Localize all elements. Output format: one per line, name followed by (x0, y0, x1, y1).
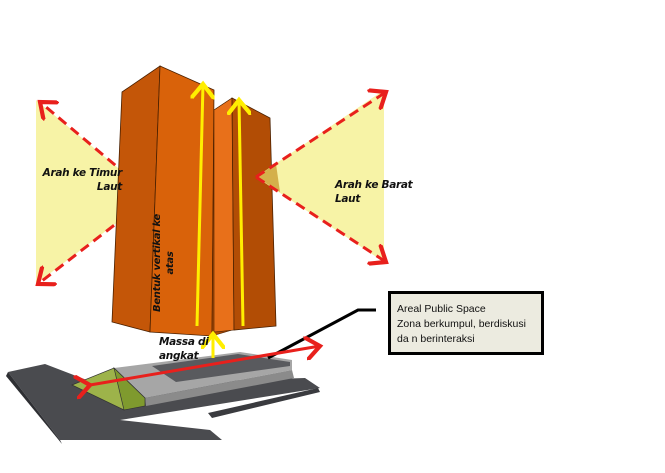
view-cone-right (255, 90, 386, 262)
vertical-arrow-left (197, 84, 203, 327)
label-line: Arah ke Timur (42, 167, 123, 179)
label-view-east: Arah ke Timur Laut (10, 166, 123, 194)
label-line: angkat (159, 350, 199, 362)
label-view-west: Arah ke Barat Laut (335, 178, 455, 206)
label-lifted-mass: Massa di angkat (159, 335, 229, 363)
tower-right-side (213, 97, 235, 333)
label-line: Laut (335, 193, 361, 205)
callout-line: da n berinteraksi (397, 333, 475, 345)
vertical-arrow-right (239, 100, 243, 327)
label-line: Bentuk vertikal ke (152, 214, 163, 312)
public-space-callout: Areal Public Space Zona berkumpul, berdi… (388, 291, 544, 355)
callout-title: Areal Public Space (397, 303, 486, 315)
callout-line: Zona berkumpul, berdiskusi (397, 318, 526, 330)
view-arrow-right-lower (255, 175, 386, 262)
view-arrow-right-upper (255, 92, 386, 179)
building-massing (111, 65, 277, 337)
label-line: atas (165, 251, 176, 275)
label-line: Laut (96, 181, 122, 193)
label-line: Massa di (159, 336, 209, 348)
road-edge (6, 372, 62, 444)
ground-site (6, 352, 320, 444)
label-line: Arah ke Barat (335, 179, 413, 191)
circulation-arrow (90, 346, 320, 385)
label-vertical-form: Bentuk vertikal ke atas (151, 203, 177, 323)
